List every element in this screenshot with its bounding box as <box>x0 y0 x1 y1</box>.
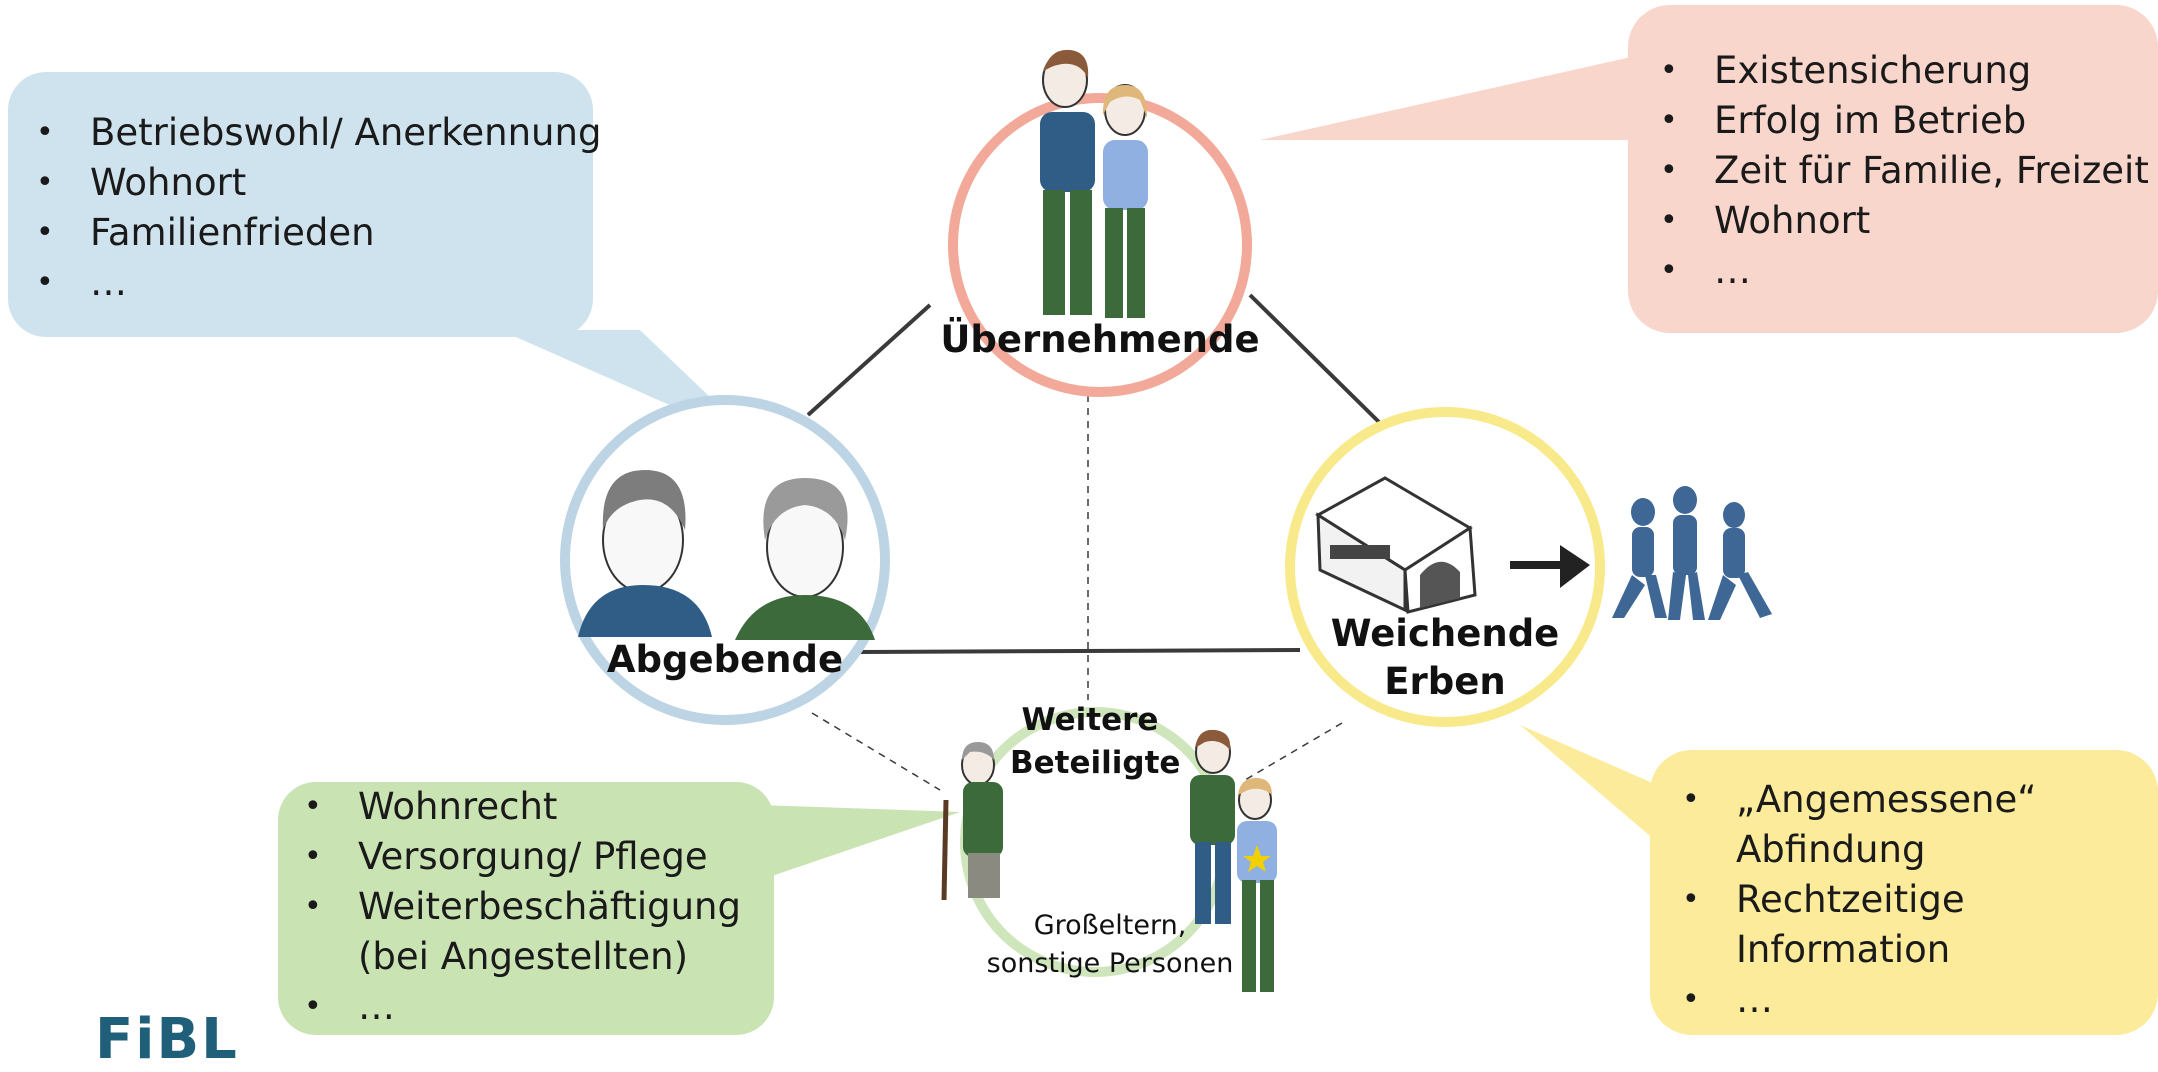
label-abgebende: Abgebende <box>606 638 844 681</box>
ring-uebernehmende <box>948 93 1252 397</box>
list-item: … <box>1656 246 2149 296</box>
couple-illustration <box>1040 49 1148 318</box>
dashed-lines <box>811 395 1343 791</box>
list-item: … <box>32 258 601 308</box>
list-item: Wohnort <box>32 158 601 208</box>
walking-people <box>1612 486 1772 620</box>
list-item: Information <box>1736 928 1951 971</box>
list-item: Rechtzeitige <box>1678 875 2036 925</box>
list-item: Betriebswohl/ Anerkennung <box>32 108 601 158</box>
list-item: Abfindung <box>1736 828 1926 871</box>
label-beteiligte: Beteiligte <box>1010 745 1181 781</box>
young-people-illustration <box>1190 729 1277 992</box>
note-grosseltern: Großeltern, <box>1033 910 1187 941</box>
bubble-blue-list: Betriebswohl/ Anerkennung Wohnort Famili… <box>32 108 601 308</box>
list-item: Erfolg im Betrieb <box>1656 96 2149 146</box>
bubble-green-list: Wohnrecht Versorgung/ Pflege Weiterbesch… <box>300 782 741 1032</box>
label-uebernehmende: Übernehmende <box>940 318 1260 361</box>
label-weitere: Weitere <box>1021 702 1159 738</box>
connector-lines <box>806 293 1384 654</box>
barn-illustration <box>1315 476 1477 614</box>
list-item: „Angemessene“ <box>1678 775 2036 825</box>
bubble-pink-list: Existensicherung Erfolg im Betrieb Zeit … <box>1656 46 2149 296</box>
list-item: Wohnort <box>1656 196 2149 246</box>
list-item: (bei Angestellten) <box>358 935 689 978</box>
label-weichende: Weichende <box>1330 612 1560 655</box>
note-sonstige: sonstige Personen <box>986 948 1234 979</box>
list-item: Weiterbeschäftigung <box>300 882 741 932</box>
list-item: Wohnrecht <box>300 782 741 832</box>
grandmother-illustration <box>941 742 1003 901</box>
list-item: Existensicherung <box>1656 46 2149 96</box>
list-item: Zeit für Familie, Freizeit <box>1656 146 2149 196</box>
list-item: … <box>300 982 741 1032</box>
label-erben: Erben <box>1384 660 1506 703</box>
parents-illustration <box>578 470 875 640</box>
bubble-yellow-list: „Angemessene“ Abfindung Rechtzeitige Inf… <box>1678 775 2036 1025</box>
list-item: Versorgung/ Pflege <box>300 832 741 882</box>
list-item: … <box>1678 975 2036 1025</box>
fibl-logo: FiBL <box>95 1007 239 1072</box>
leaving-arrow <box>1510 545 1590 588</box>
list-item: Familienfrieden <box>32 208 601 258</box>
